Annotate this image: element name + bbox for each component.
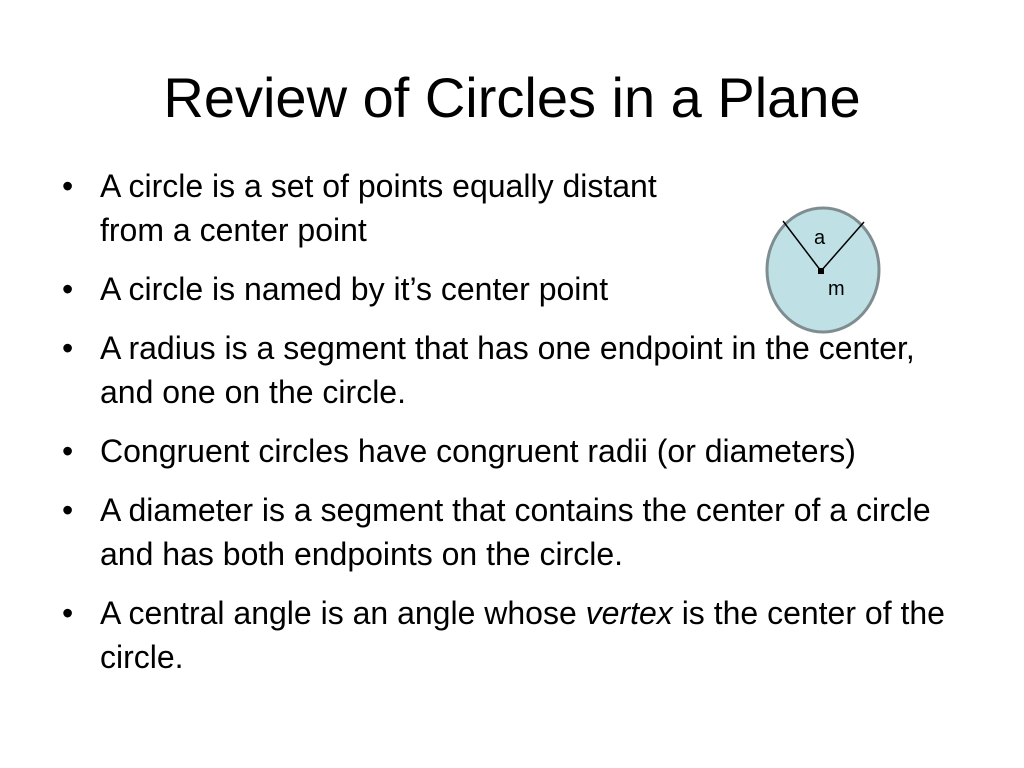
circle-figure: a m: [765, 206, 881, 334]
slide-title: Review of Circles in a Plane: [163, 66, 861, 129]
angle-label: a: [814, 227, 826, 249]
bullet-item-central-angle: A central angle is an angle whose vertex…: [62, 591, 972, 679]
central-angle-text-after: is the center of the circle.: [100, 595, 945, 675]
bullet-item-radius-definition: A radius is a segment that has one endpo…: [62, 326, 972, 414]
central-angle-text-before: A central angle is an angle whose: [100, 595, 586, 631]
bullet-item-circle-definition: A circle is a set of points equally dist…: [62, 164, 720, 252]
circle-outline: [765, 206, 881, 334]
bullet-item-diameter-definition: A diameter is a segment that contains th…: [62, 488, 972, 576]
bullet-item-circle-naming: A circle is named by it’s center point: [62, 267, 720, 311]
radius-line-left: [782, 220, 822, 272]
center-label: m: [828, 278, 845, 300]
bullet-list: A circle is a set of points equally dist…: [62, 164, 972, 694]
radius-line-right: [820, 221, 865, 272]
center-point: [818, 268, 824, 274]
vertex-emphasis: vertex: [585, 595, 673, 631]
bullet-item-congruent-circles: Congruent circles have congruent radii (…: [62, 429, 972, 473]
